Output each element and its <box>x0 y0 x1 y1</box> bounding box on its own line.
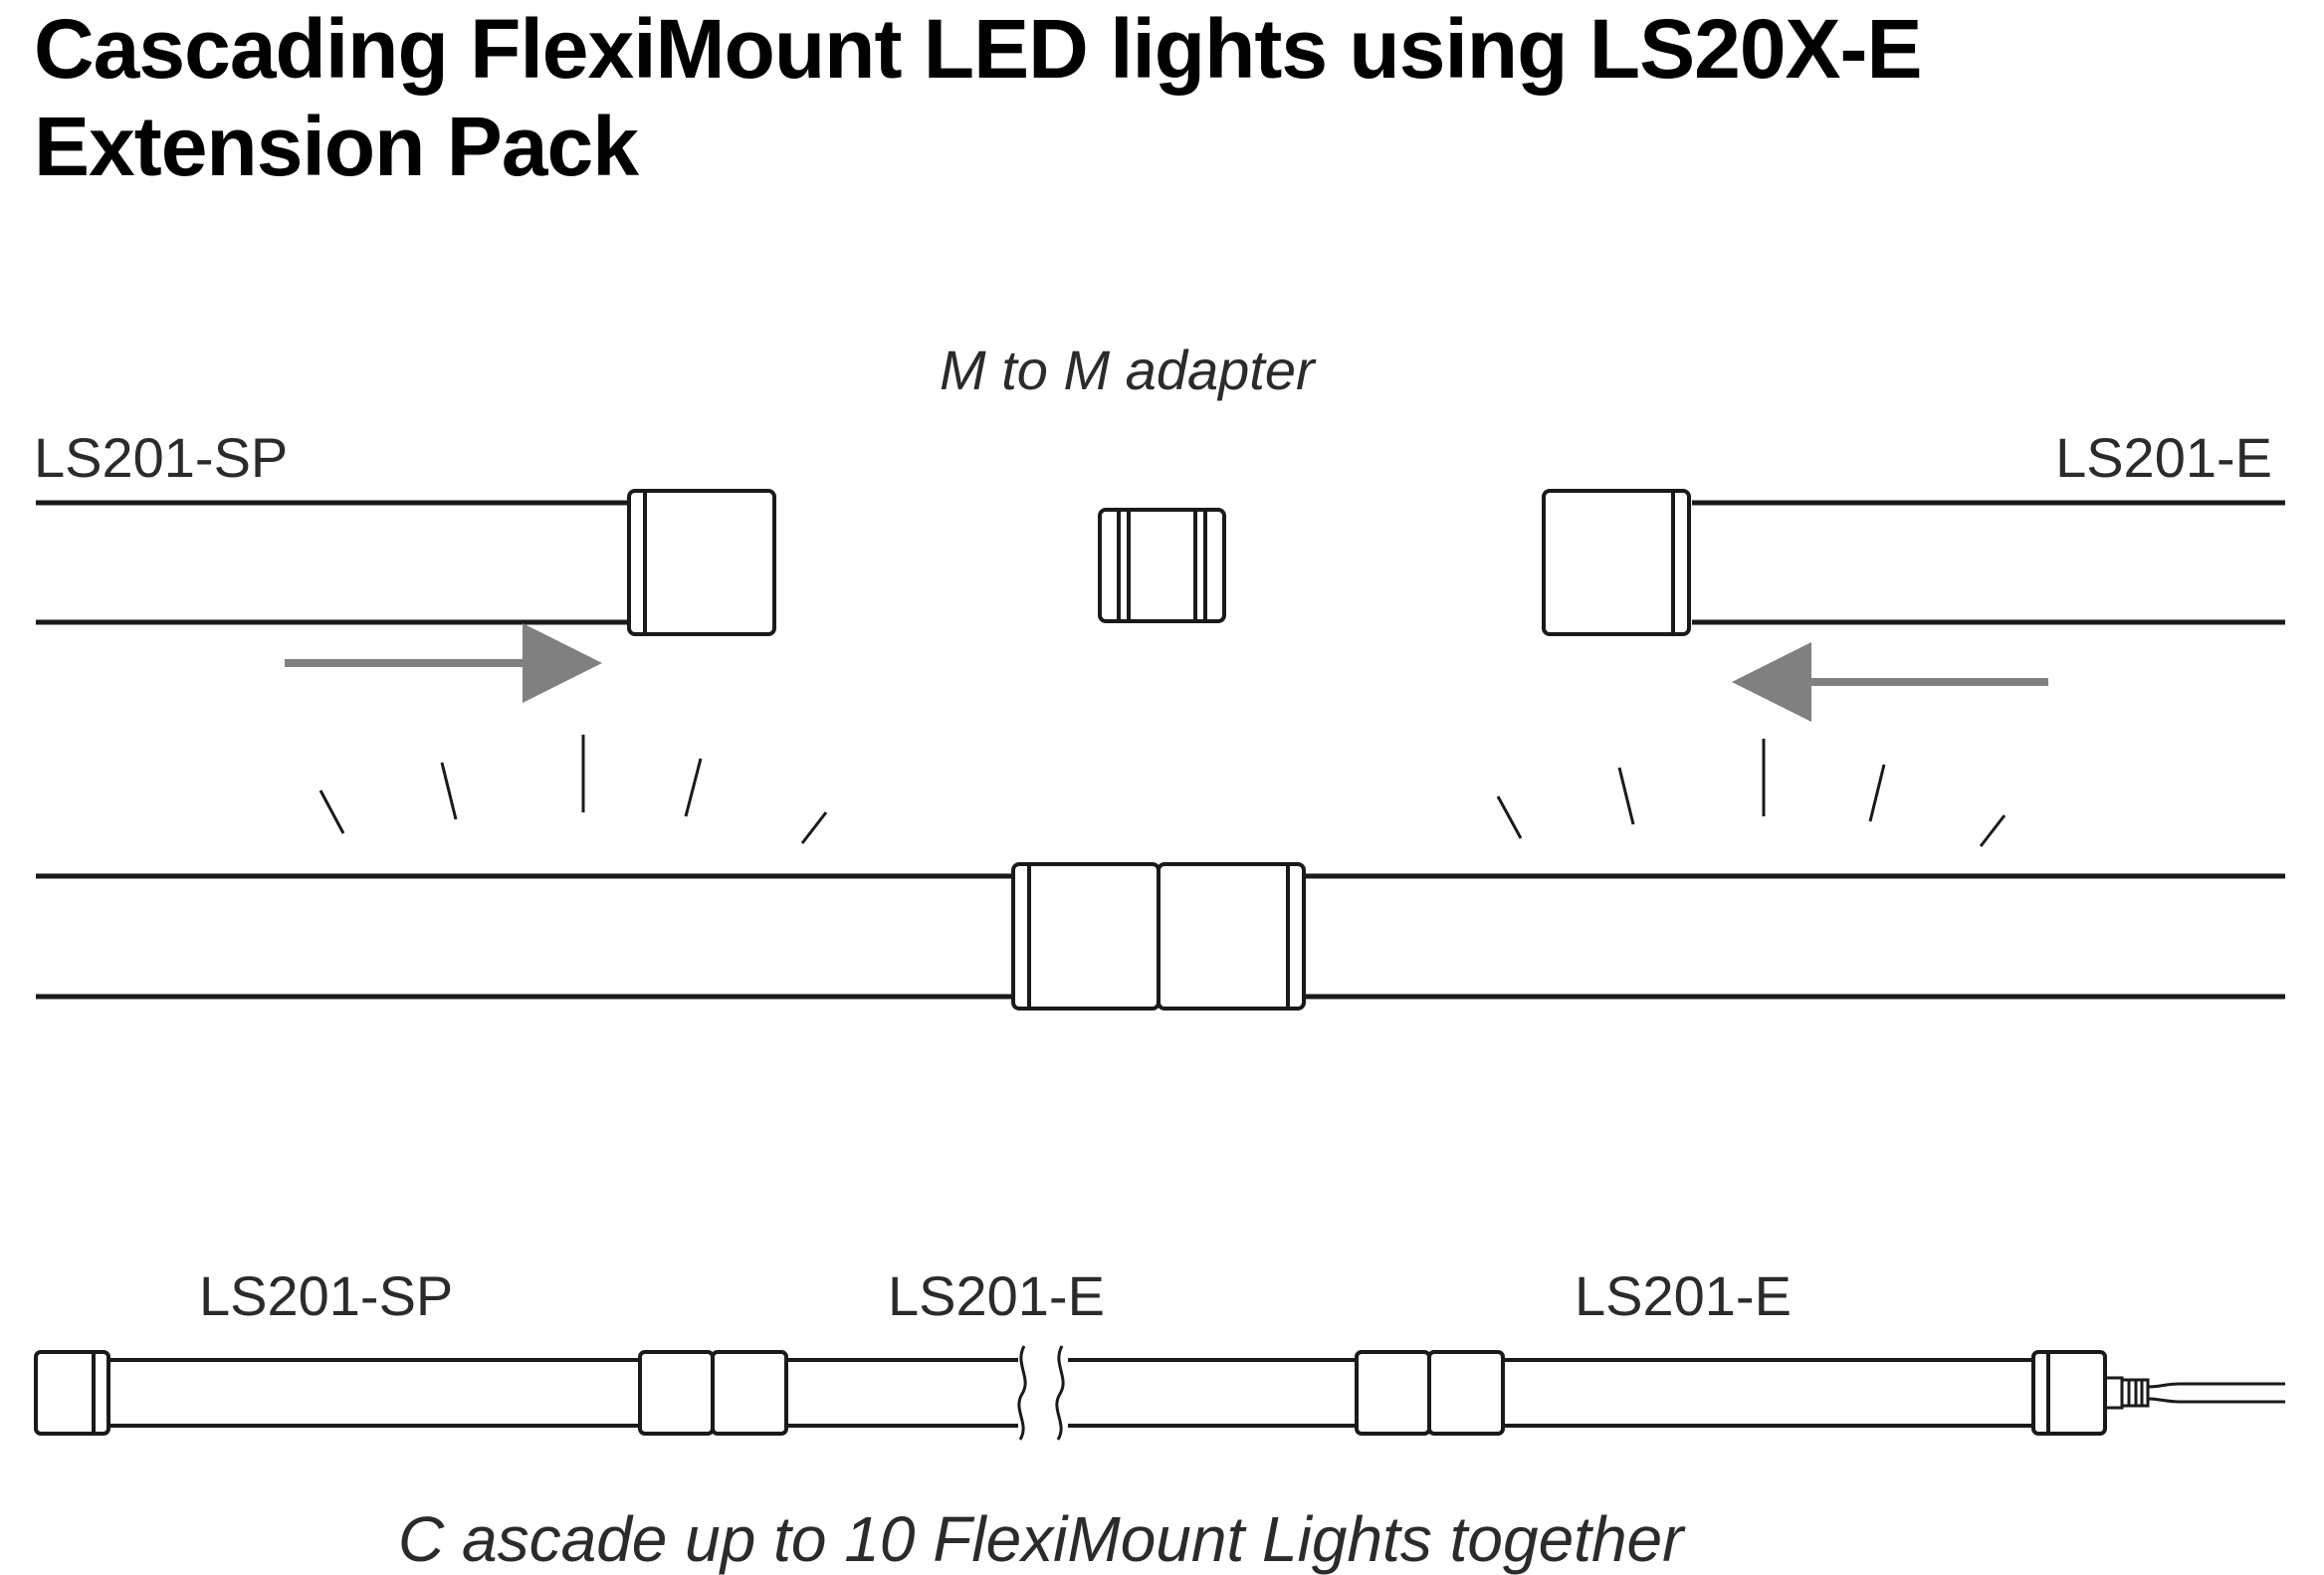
chain-second-label: LS201-E <box>888 1264 1105 1327</box>
cascade-caption: C ascade up to 10 FlexiMount Lights toge… <box>398 1503 1684 1575</box>
right-light-label: LS201-E <box>2055 426 2272 489</box>
title-line-1: Cascading FlexiMount LED lights using LS… <box>34 2 1923 96</box>
right-light-bar <box>1692 500 2285 625</box>
right-click-burst-icon <box>1496 739 2007 847</box>
chain-end-cap <box>2031 1350 2107 1436</box>
chain-third-label: LS201-E <box>1575 1264 1792 1327</box>
chain-joint-1b <box>711 1350 788 1436</box>
chain-start-cap <box>34 1350 110 1436</box>
left-end-connector <box>627 489 776 636</box>
title-line-2: Extension Pack <box>34 100 639 193</box>
diagram-title: Cascading FlexiMount LED lights using LS… <box>34 0 2223 195</box>
chain-first-label: LS201-SP <box>199 1264 454 1327</box>
left-light-label: LS201-SP <box>34 426 289 489</box>
power-cable <box>2105 1376 2285 1410</box>
joined-connector <box>1011 862 1306 1011</box>
right-end-connector <box>1542 489 1691 636</box>
length-break-icon <box>1017 1345 1068 1441</box>
chain-joint-2a <box>1355 1350 1431 1436</box>
left-light-bar <box>36 500 629 625</box>
adapter-label: M to M adapter <box>940 338 1315 401</box>
chain-joint-2b <box>1427 1350 1505 1436</box>
cascade-chain <box>34 1350 2107 1436</box>
chain-joint-1a <box>638 1350 715 1436</box>
m-to-m-adapter <box>1098 508 1226 623</box>
left-click-burst-icon <box>318 735 828 844</box>
connected-light-bar <box>36 873 2285 1000</box>
